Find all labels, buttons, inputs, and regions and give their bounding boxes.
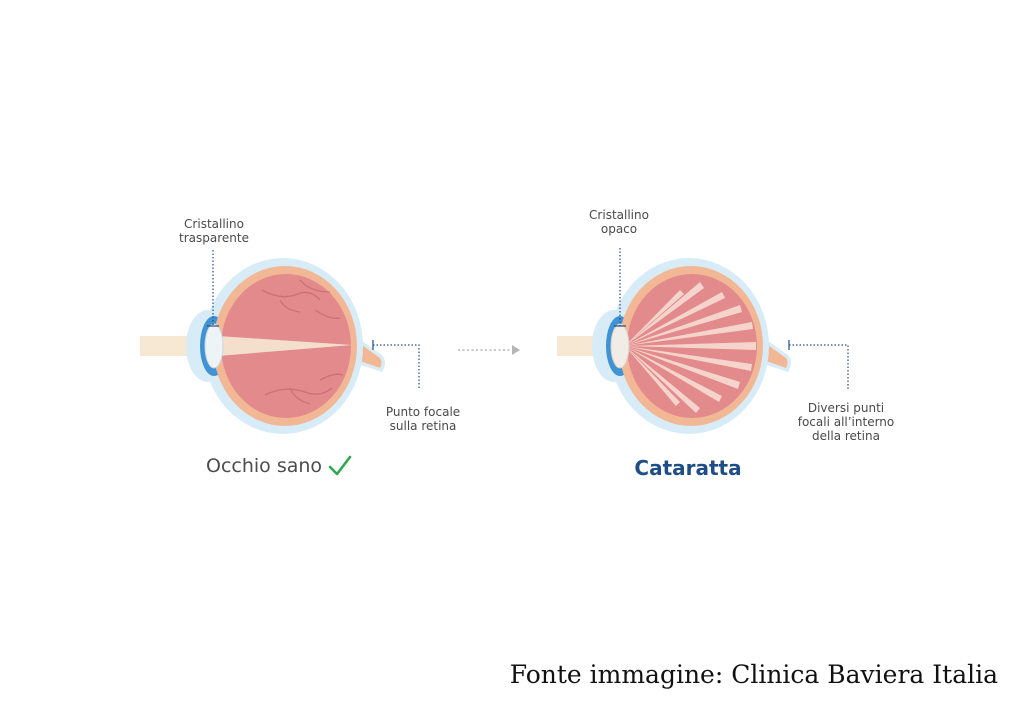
cataract-focal-label-line-2: focali all’interno (797, 415, 895, 429)
healthy-title: Occhio sano (206, 455, 352, 477)
healthy-title-text: Occhio sano (206, 455, 323, 477)
healthy-focal-label-line-2: sulla retina (389, 419, 457, 433)
image-credit: Fonte immagine: Clinica Baviera Italia (509, 660, 998, 689)
cataract-lens-label-line-1: Cristallino (589, 208, 649, 222)
dotted-arrow-icon (458, 345, 520, 355)
cataract-eye (557, 248, 849, 434)
healthy-lens-label: Cristallino trasparente (174, 217, 254, 245)
cataract-focal-label-line-1: Diversi punti (807, 401, 885, 415)
cataract-lens-label: Cristallino opaco (582, 208, 656, 236)
cataract-focal-label: Diversi punti focali all’interno della r… (796, 401, 896, 443)
healthy-lens-label-line-1: Cristallino (184, 217, 244, 231)
healthy-focal-label-line-1: Punto focale (385, 405, 461, 419)
healthy-lens-label-line-2: trasparente (179, 231, 249, 245)
cataract-focal-label-line-3: della retina (812, 429, 880, 443)
healthy-lens (204, 323, 224, 369)
cataract-scattered-rays (625, 282, 756, 413)
cataract-title: Cataratta (634, 456, 742, 480)
cataract-lens-label-line-2: opaco (600, 222, 638, 236)
healthy-light-cone (218, 336, 352, 356)
cataract-lens (610, 323, 630, 369)
checkmark-icon (328, 455, 352, 476)
healthy-eye (140, 250, 420, 434)
healthy-focal-label: Punto focale sulla retina (378, 405, 468, 433)
